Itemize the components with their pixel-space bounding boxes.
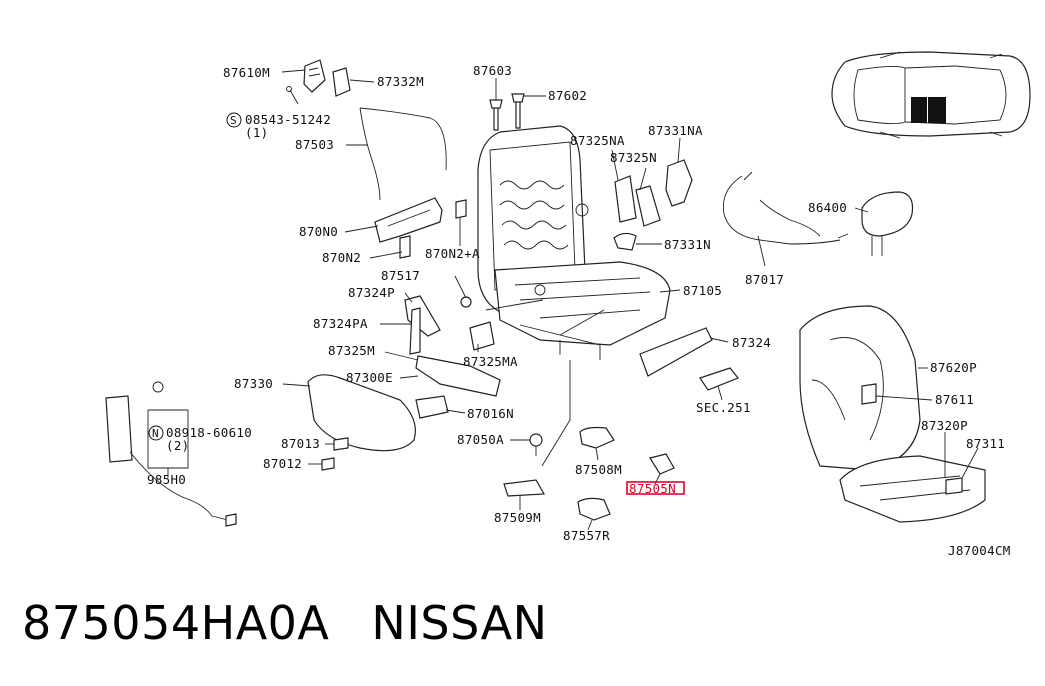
- label-87050A: 87050A: [457, 432, 504, 447]
- label-870N2: 870N2: [322, 250, 361, 265]
- diagram-ref-code: J87004CM: [948, 543, 1011, 558]
- label-87331NA: 87331NA: [648, 123, 703, 138]
- label-87332M: 87332M: [377, 74, 424, 89]
- finisher-87325MA: [469, 321, 495, 351]
- label-87611: 87611: [935, 392, 974, 407]
- label-87603: 87603: [473, 63, 512, 78]
- label-87324: 87324: [732, 335, 771, 350]
- label-08543-qty: (1): [245, 125, 268, 140]
- bracket-870N2A: [455, 199, 467, 219]
- label-87012: 87012: [263, 456, 302, 471]
- label-87517: 87517: [381, 268, 420, 283]
- bracket-870N0: [374, 197, 443, 259]
- label-87508M: 87508M: [575, 462, 622, 477]
- airbag-985H0: [105, 381, 237, 527]
- label-87324P: 87324P: [348, 285, 395, 300]
- seat-cushion-87320P: [839, 455, 986, 523]
- label-87016N: 87016N: [467, 406, 514, 421]
- headrest-guide-87603: [489, 99, 503, 131]
- label-87325NA: 87325NA: [570, 133, 625, 148]
- label-87311: 87311: [966, 436, 1005, 451]
- label-08543-51242: 08543-51242: [245, 112, 331, 127]
- part-caption: 875054HA0A NISSAN: [22, 596, 548, 650]
- clip-87517: [460, 296, 472, 308]
- circle-s-letter: S: [230, 114, 237, 127]
- label-87325N: 87325N: [610, 150, 657, 165]
- label-87509M: 87509M: [494, 510, 541, 525]
- side-finisher-87330: [307, 374, 416, 452]
- label-87557R: 87557R: [563, 528, 610, 543]
- label-87320P: 87320P: [921, 418, 968, 433]
- label-87300E: 87300E: [346, 370, 393, 385]
- headrest-guide-87602: [511, 93, 525, 129]
- seat-frame-87105: [477, 125, 671, 360]
- label-86400: 86400: [808, 200, 847, 215]
- cable-87503: [359, 107, 447, 201]
- label-87602: 87602: [548, 88, 587, 103]
- harness-87017: [722, 171, 849, 245]
- label-08918-qty: (2): [166, 438, 189, 453]
- brand-name: NISSAN: [371, 596, 548, 650]
- cover-87508M: [579, 426, 615, 449]
- label-87330: 87330: [234, 376, 273, 391]
- finisher-87324: [639, 327, 713, 377]
- label-87331N: 87331N: [664, 237, 711, 252]
- seatback-cushion-87620P: [799, 305, 921, 471]
- label-87610M: 87610M: [223, 65, 270, 80]
- car-top-view-icon: [831, 51, 1031, 139]
- cover-87325NA: [614, 175, 637, 223]
- switch-sec251: [699, 367, 739, 391]
- finisher-87324P: [404, 295, 441, 337]
- label-870N0: 870N0: [299, 224, 338, 239]
- label-87620P: 87620P: [930, 360, 977, 375]
- cover-87325N: [635, 185, 661, 227]
- label-08918-60610: 08918-60610: [166, 425, 252, 440]
- label-87105: 87105: [683, 283, 722, 298]
- headrest-86400: [861, 191, 914, 256]
- knob-87331N: [613, 232, 637, 251]
- clip-87050A: [529, 433, 543, 456]
- circle-n-icon: [148, 425, 164, 441]
- lever-87610M: [303, 59, 326, 93]
- circle-s-icon: [226, 112, 242, 128]
- label-87325M: 87325M: [328, 343, 375, 358]
- cover-87332M: [332, 67, 351, 97]
- label-87503: 87503: [295, 137, 334, 152]
- finisher-87324PA: [409, 307, 421, 355]
- label-87017: 87017: [745, 272, 784, 287]
- finisher-87325M: [415, 355, 501, 397]
- cover-87331NA: [665, 159, 693, 207]
- part-number: 875054HA0A: [22, 596, 330, 650]
- bolt-87013: [333, 437, 349, 451]
- motor-87016N: [415, 395, 449, 419]
- leader-lines: [147, 69, 979, 531]
- label-87013: 87013: [281, 436, 320, 451]
- cover-87509M: [503, 479, 546, 497]
- label-87324PA: 87324PA: [313, 316, 368, 331]
- circle-n-letter: N: [152, 427, 159, 440]
- bolt-87012: [321, 457, 335, 471]
- label-87325MA: 87325MA: [463, 354, 518, 369]
- label-870N2A: 870N2+A: [425, 246, 480, 261]
- label-87505N[interactable]: 87505N: [629, 481, 676, 496]
- screw-08543: [286, 86, 299, 105]
- label-sec251: SEC.251: [696, 400, 751, 415]
- label-985H0: 985H0: [147, 472, 186, 487]
- cover-87557R: [577, 497, 611, 521]
- cover-87505N: [649, 453, 675, 475]
- highlight-box: [626, 481, 685, 495]
